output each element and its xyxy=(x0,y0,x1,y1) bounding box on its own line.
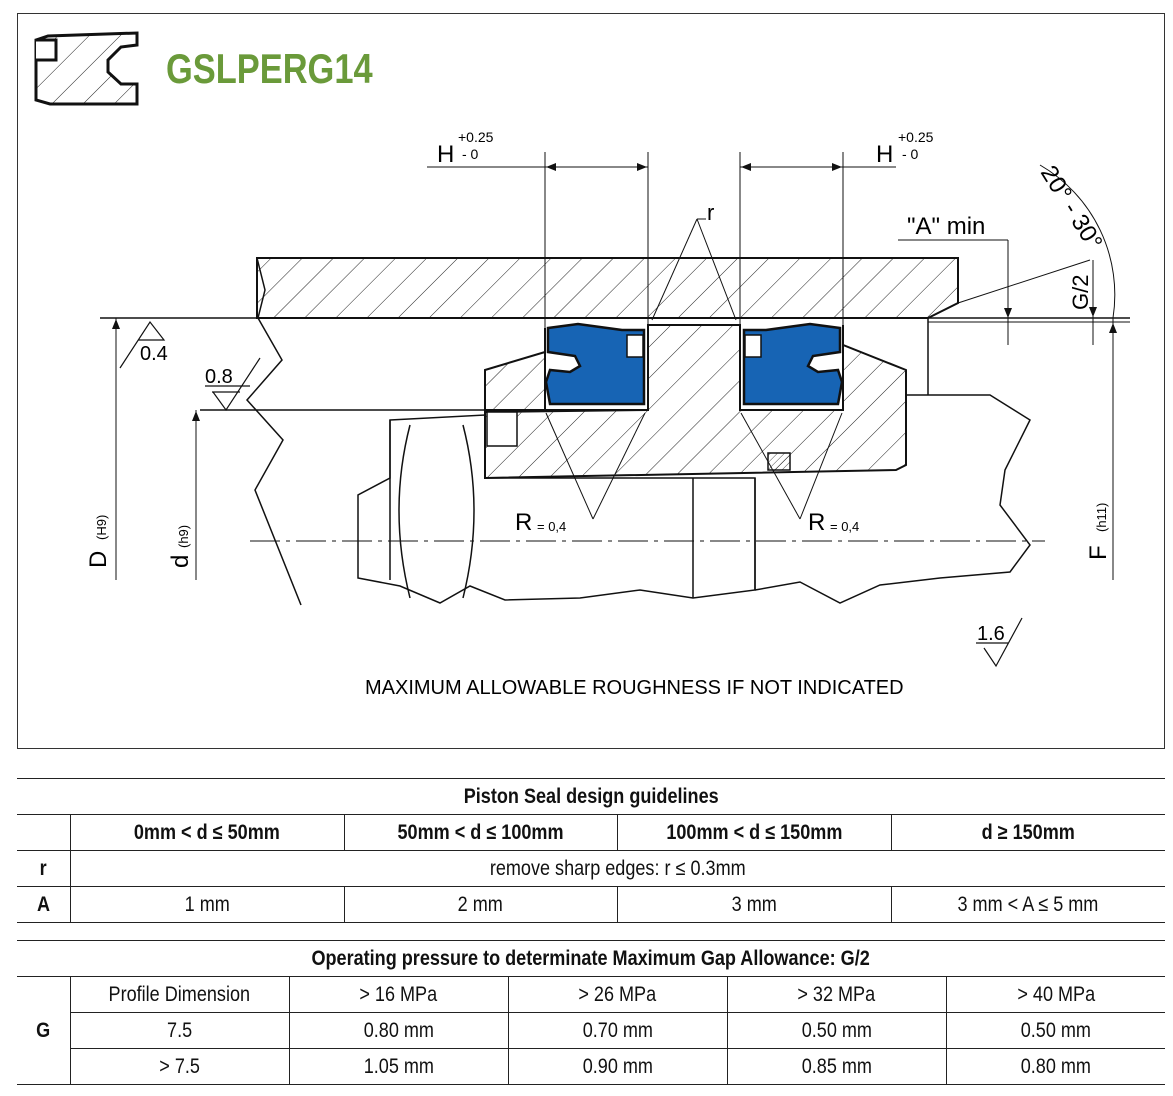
h-tol-plus-right: +0.25 xyxy=(898,129,934,145)
roughness-16-label: 1.6 xyxy=(977,623,1005,645)
groove-left xyxy=(544,325,649,411)
h-tol-minus-left: - 0 xyxy=(462,146,479,162)
r-leader xyxy=(651,218,737,321)
seal-left-notch xyxy=(626,334,644,358)
table1-corner xyxy=(17,814,70,851)
h-label-right: H xyxy=(876,141,893,168)
table2-r0-c1: 0.80 mm xyxy=(288,1012,508,1049)
table2-title: Operating pressure to determinate Maximu… xyxy=(17,940,1165,977)
table1-col-1: 50mm < d ≤ 100mm xyxy=(343,814,617,851)
roughness-04-label: 0.4 xyxy=(140,343,168,365)
table1-row-a-3: 3 mm < A ≤ 5 mm xyxy=(890,886,1165,923)
groove-right xyxy=(739,325,844,411)
table1-col-2: 100mm < d ≤ 150mm xyxy=(616,814,891,851)
table2-header-4: > 40 MPa xyxy=(945,976,1165,1013)
d-bore-tol: (H9) xyxy=(94,515,109,540)
table2-header-3: > 32 MPa xyxy=(726,976,946,1013)
r-left-value: = 0,4 xyxy=(537,519,566,534)
table2-r0-c3: 0.50 mm xyxy=(726,1012,946,1049)
roughness-08-icon xyxy=(205,357,261,412)
rod-body xyxy=(200,409,756,604)
table2-r1-c3: 0.85 mm xyxy=(726,1048,946,1085)
h-tol-minus-right: - 0 xyxy=(902,146,919,162)
technical-drawing: GSLPERG14 H +0.25 xyxy=(34,31,1130,699)
r-right-leader xyxy=(740,412,843,520)
d-rod-tol: (h9) xyxy=(176,525,191,548)
h-label-left: H xyxy=(437,141,454,168)
table2-r1-c4: 0.80 mm xyxy=(945,1048,1165,1085)
piston-seal-guidelines-table: Piston Seal design guidelines 0mm < d ≤ … xyxy=(17,778,1165,923)
table1-title: Piston Seal design guidelines xyxy=(17,778,1165,815)
product-title: GSLPERG14 xyxy=(166,46,373,93)
angle-arc xyxy=(1039,164,1116,319)
table2-row-label: G xyxy=(17,976,70,1085)
piston-body xyxy=(484,324,907,480)
table2-r0-c2: 0.70 mm xyxy=(507,1012,727,1049)
table1-row-a-label: A xyxy=(17,886,70,923)
roughness-08-label: 0.8 xyxy=(205,366,233,388)
r-left-leader xyxy=(545,412,646,520)
table2-header-2: > 26 MPa xyxy=(507,976,727,1013)
break-line-right xyxy=(754,394,1031,604)
break-line-left xyxy=(245,257,302,606)
table1-row-a-0: 1 mm xyxy=(69,886,344,923)
table2-header-0: Profile Dimension xyxy=(69,976,289,1013)
seal-right-notch xyxy=(744,334,762,358)
r-left-label: R xyxy=(515,509,532,536)
seal-left xyxy=(544,322,646,406)
table1-row-a-2: 3 mm xyxy=(616,886,891,923)
h-dim-left xyxy=(427,152,649,328)
table2-r1-c0: > 7.5 xyxy=(69,1048,289,1085)
housing-bore xyxy=(256,257,959,319)
table1-col-0: 0mm < d ≤ 50mm xyxy=(69,814,344,851)
r-right-value: = 0,4 xyxy=(830,519,859,534)
r-label: r xyxy=(707,200,714,225)
h-tol-plus-left: +0.25 xyxy=(458,129,494,145)
seal-right xyxy=(742,322,844,406)
table2-r0-c4: 0.50 mm xyxy=(945,1012,1165,1049)
d-bore-label: D xyxy=(85,551,112,568)
drawing-frame xyxy=(17,13,1165,749)
roughness-04-icon xyxy=(119,320,166,369)
g2-label: G/2 xyxy=(1068,275,1093,310)
d-rod-label: d xyxy=(167,555,194,568)
f-tol: (h11) xyxy=(1094,503,1109,532)
h-dim-right xyxy=(739,152,896,325)
profile-logo-icon xyxy=(34,31,139,106)
table1-row-r-text: remove sharp edges: r ≤ 0.3mm xyxy=(69,850,1165,887)
table1-row-r-label: r xyxy=(17,850,70,887)
table1-row-a-1: 2 mm xyxy=(343,886,617,923)
table2-r0-c0: 7.5 xyxy=(69,1012,289,1049)
f-label: F xyxy=(1085,545,1112,560)
angle-label: 20° - 30° xyxy=(1035,161,1108,255)
r-right-label: R xyxy=(808,509,825,536)
gap-allowance-table: Operating pressure to determinate Maximu… xyxy=(17,940,1165,1085)
table2-header-1: > 16 MPa xyxy=(288,976,508,1013)
roughness-16-icon xyxy=(976,617,1023,668)
a-min-label: "A" min xyxy=(907,213,985,240)
table1-col-3: d ≥ 150mm xyxy=(890,814,1165,851)
table2-r1-c2: 0.90 mm xyxy=(507,1048,727,1085)
table2-r1-c1: 1.05 mm xyxy=(288,1048,508,1085)
roughness-note: MAXIMUM ALLOWABLE ROUGHNESS IF NOT INDIC… xyxy=(365,677,904,699)
a-min-dim xyxy=(898,239,1091,345)
